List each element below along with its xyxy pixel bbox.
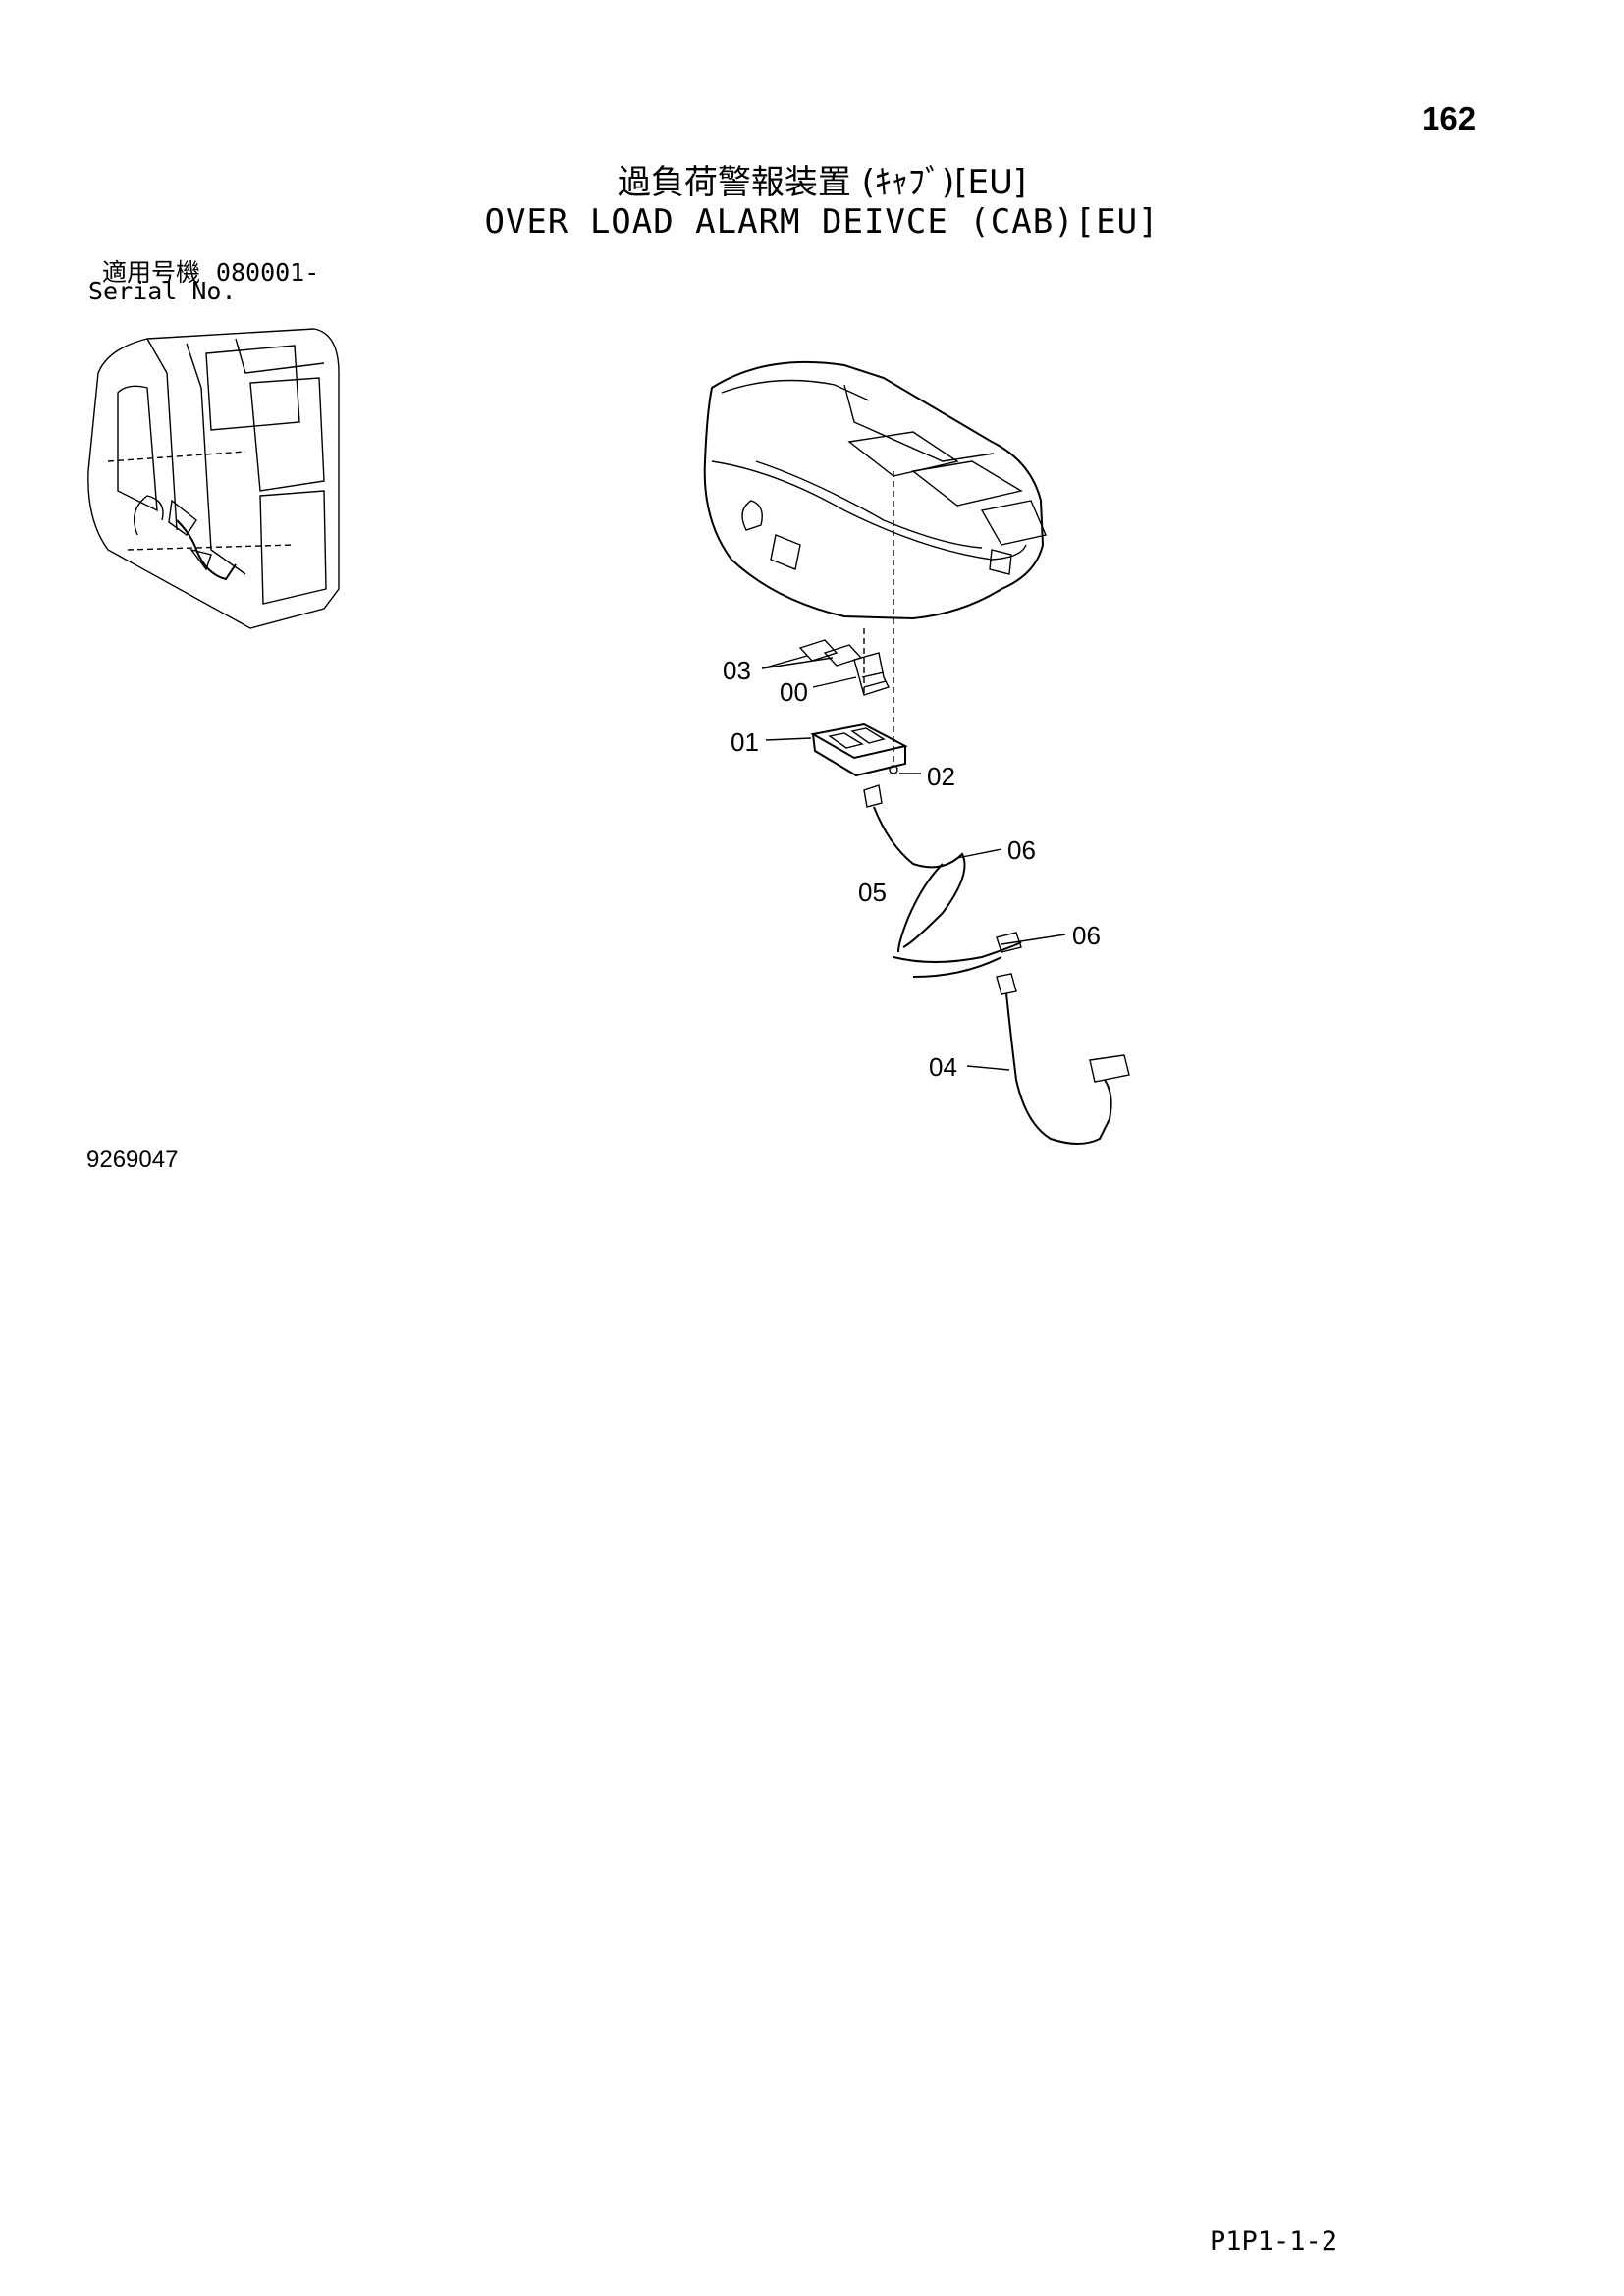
serial-label-jp: 適用号機 <box>102 258 201 287</box>
callout-leaders <box>761 655 1066 1071</box>
serial-label-english: Serial No. <box>88 277 237 305</box>
callout-label: 01 <box>731 727 759 757</box>
callout-label: 05 <box>858 878 887 907</box>
callout-label: 04 <box>929 1052 957 1082</box>
cab-overview-illustration <box>87 328 340 629</box>
callout-label: 03 <box>723 656 751 685</box>
callout-label: 06 <box>1072 921 1101 950</box>
serial-number-japanese: 適用号機 080001- <box>102 253 319 289</box>
callout-label: 02 <box>927 762 955 791</box>
title-english: OVER LOAD ALARM DEIVCE (CAB)[EU] <box>484 202 1160 241</box>
drawing-number: 9269047 <box>86 1147 179 1173</box>
callout-label: 00 <box>780 677 808 707</box>
callout-label: 06 <box>1007 835 1036 865</box>
title-japanese: 過負荷警報装置 (ｷｬﾌﾞ)[EU] <box>617 163 1027 202</box>
footer-code: P1P1-1-2 <box>1210 2226 1338 2257</box>
serial-range: 080001- <box>215 258 320 287</box>
console-housing <box>703 360 1047 766</box>
page-number: 162 <box>1422 100 1477 136</box>
wiring-harness <box>863 784 1130 1145</box>
switch-parts <box>798 639 908 777</box>
